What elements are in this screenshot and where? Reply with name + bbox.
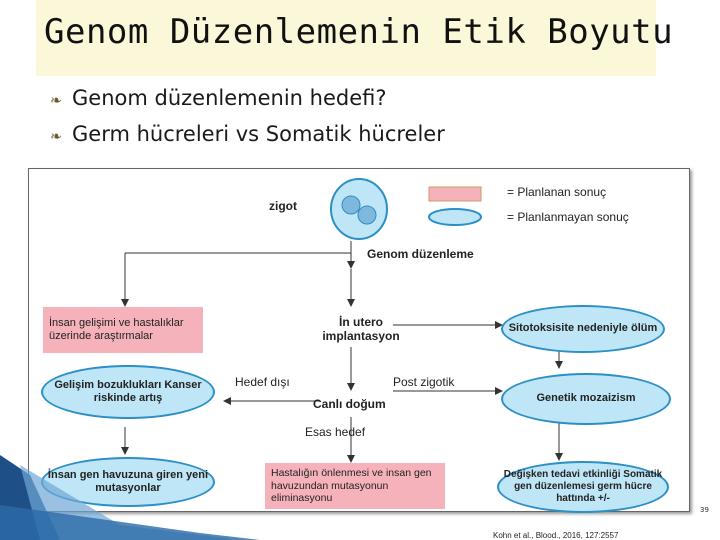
- slide-title: Genom Düzenlemenin Etik Boyutu: [44, 12, 674, 52]
- bullet-icon: ❧: [50, 129, 62, 145]
- disease-elimination-box: Hastalığın önlenmesi ve insan gen havuzu…: [265, 463, 445, 509]
- legend-unplanned: = Planlanmayan sonuç: [507, 210, 629, 224]
- in-utero-label: İn utero implantasyon: [322, 315, 400, 343]
- cytotoxicity-ellipse: Sitotoksisite nedeniyle ölüm: [501, 305, 665, 353]
- bullet-icon: ❧: [50, 93, 62, 109]
- bullet-text: Genom düzenlemenin hedefi?: [72, 86, 387, 110]
- mosaicism-ellipse: Genetik mozaizism: [501, 373, 671, 425]
- diagram-panel: zigot = Planlanan sonuç = Planlanmayan s…: [28, 168, 690, 513]
- live-birth-label: Canlı doğum: [313, 397, 386, 411]
- citation: Kohn et al., Blood., 2016, 127:2557: [493, 531, 619, 540]
- slide-number: 39: [700, 506, 709, 514]
- bullet-item: ❧ Genom düzenlemenin hedefi?: [50, 86, 387, 110]
- corner-decoration: [0, 455, 260, 540]
- zygote-label: zigot: [269, 199, 297, 213]
- dev-disorders-ellipse: Gelişim bozuklukları Kanser riskinde art…: [41, 365, 215, 419]
- genome-editing-label: Genom düzenleme: [367, 247, 474, 261]
- post-zygotic-label: Post zigotik: [393, 375, 455, 389]
- on-target-label: Esas hedef: [305, 425, 366, 439]
- research-box: İnsan gelişimi ve hastalıklar üzerinde a…: [43, 307, 203, 353]
- diagram-arrows: [121, 178, 563, 463]
- title-band: [36, 0, 656, 76]
- bullet-item: ❧ Germ hücreleri vs Somatik hücreler: [50, 122, 445, 146]
- bullet-text: Germ hücreleri vs Somatik hücreler: [72, 122, 445, 146]
- variable-efficacy-ellipse: Değişken tedavi etkinliği Somatik gen dü…: [497, 461, 669, 513]
- legend-planned: = Planlanan sonuç: [507, 185, 607, 199]
- off-target-label: Hedef dışı: [235, 375, 290, 389]
